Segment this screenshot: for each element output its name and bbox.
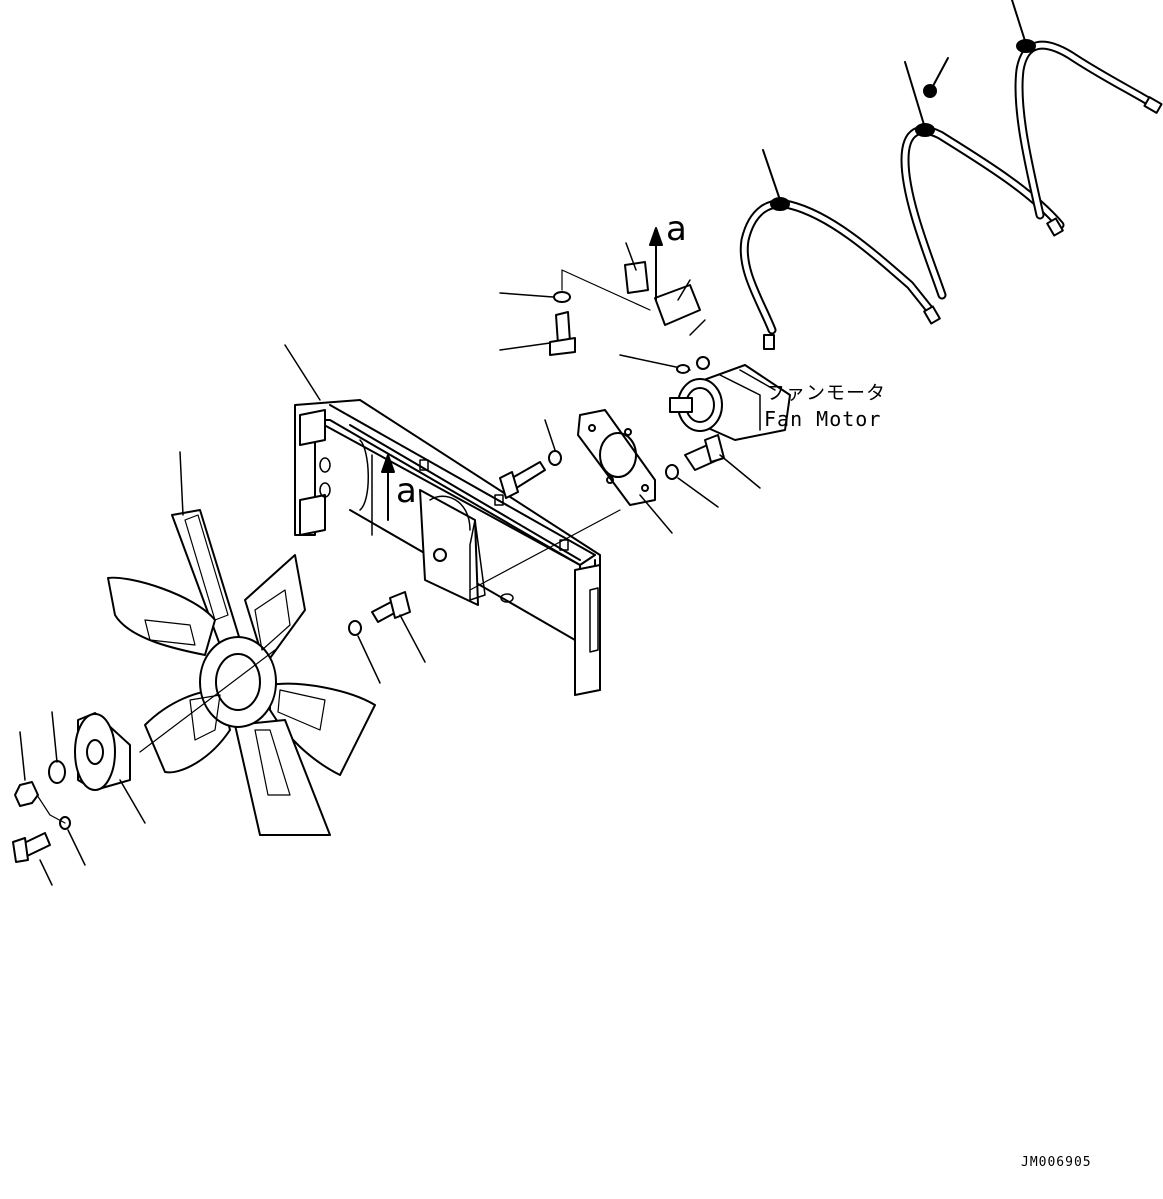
hydraulic-hose-2 [905,58,1063,295]
fan-motor-label-english: Fan Motor [764,407,882,431]
reference-arrow-a-frame [382,455,394,520]
cooling-fan [108,452,375,835]
drawing-code: JM006905 [1021,1155,1092,1170]
motor-bracket [620,243,705,373]
upper-washer-bolt [500,270,650,355]
reference-arrow-a-top [650,228,662,300]
fan-frame [285,345,600,695]
reference-label-a-top: a [666,209,687,249]
plate-bolt-right [666,435,760,507]
reference-label-a-frame: a [396,471,417,511]
hydraulic-hose-3 [1012,0,1162,215]
plate-bolt-left [500,420,561,498]
fan-hub-spacer [75,713,145,823]
hydraulic-hose-1 [744,150,940,349]
fan-motor-label-japanese: ファンモータ [766,382,887,404]
left-nut-washer-bolt [13,712,85,885]
motor-mounting-plate [470,410,672,590]
fan-bolt-washer [349,592,425,683]
fan-motor [670,357,790,440]
